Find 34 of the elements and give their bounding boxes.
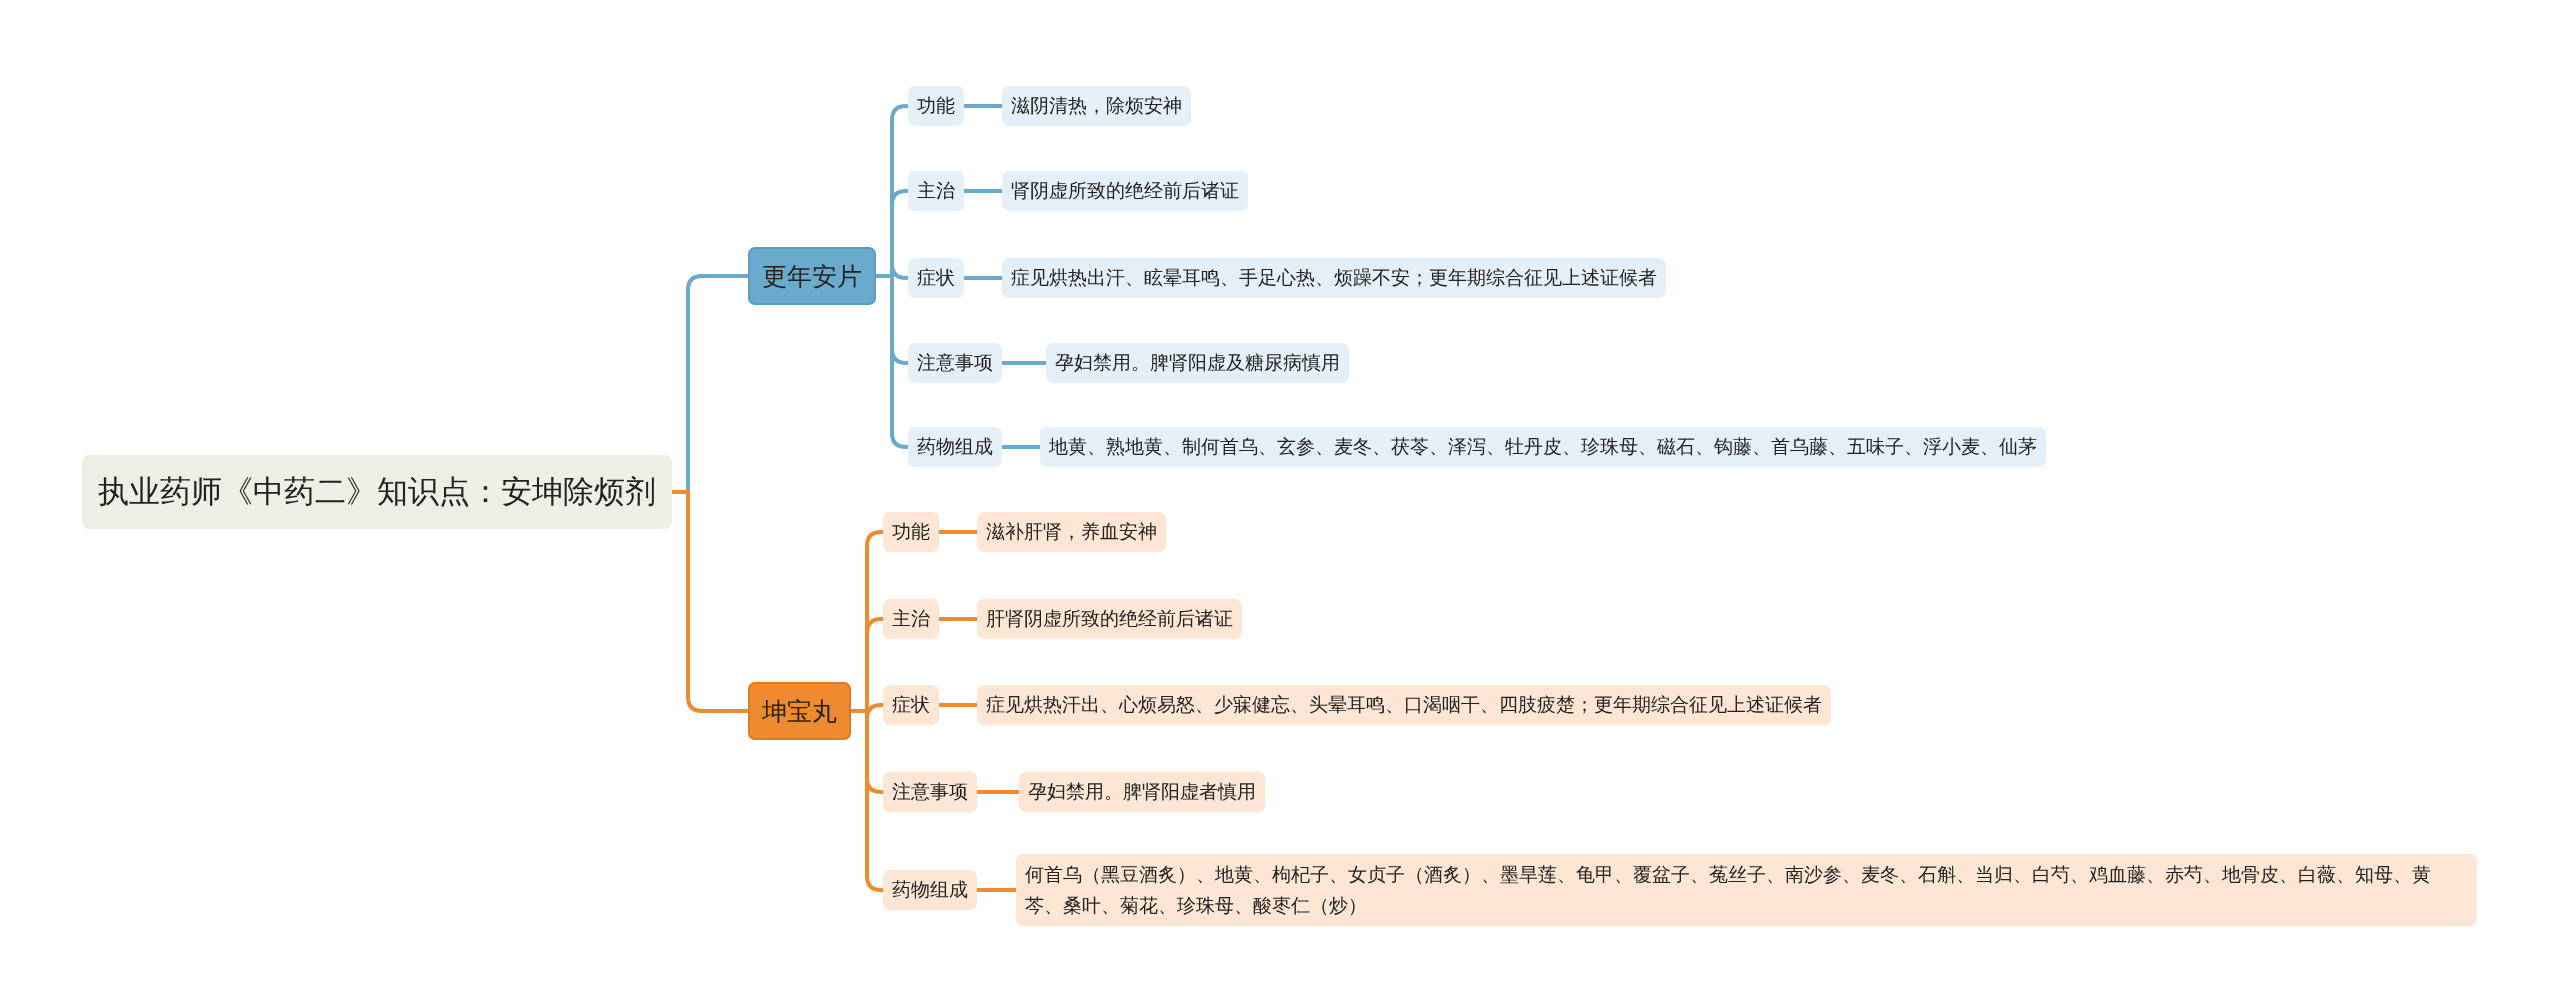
connector	[939, 703, 977, 707]
text-box: 滋阴清热，除烦安神	[1002, 86, 1191, 126]
text-box: 滋补肝肾，养血安神	[977, 512, 1166, 552]
text-box: 注意事项	[883, 772, 977, 812]
connector	[964, 189, 1002, 193]
topic-box: 药物组成	[908, 427, 1002, 467]
text-box: 何首乌（黑豆酒炙）、地黄、枸杞子、女贞子（酒炙）、墨旱莲、龟甲、覆盆子、菟丝子、南沙参、麦冬、石斛、当归、白芍、鸡血藤、赤芍、地骨皮、白薇、知母、黄芩、桑叶、菊花、珍珠母、酸枣仁（炒）	[1016, 854, 2477, 926]
connector	[977, 790, 1019, 794]
topic-box: 功能	[908, 86, 964, 126]
text-box: 功能	[883, 512, 939, 552]
text-box: 症见烘热汗出、心烦易怒、少寐健忘、头晕耳鸣、口渴咽干、四肢疲楚；更年期综合征见上述证候者	[977, 685, 1831, 725]
connector	[964, 276, 1002, 280]
branch-box: 坤宝丸	[748, 682, 851, 740]
connector	[939, 530, 977, 534]
connector	[977, 888, 1016, 892]
title-box: 执业药师《中药二》知识点：安坤除烦剂	[82, 455, 672, 529]
topic-box: 注意事项	[908, 343, 1002, 383]
connector	[1002, 445, 1040, 449]
text-box: 孕妇禁用。脾肾阳虚者慎用	[1019, 772, 1265, 812]
topic-box: 症状	[908, 258, 964, 298]
text-box: 症状	[883, 685, 939, 725]
text-box: 地黄、熟地黄、制何首乌、玄参、麦冬、茯苓、泽泻、牡丹皮、珍珠母、磁石、钩藤、首乌藤、五味子、浮小麦、仙茅	[1040, 427, 2046, 467]
text-box: 肾阴虚所致的绝经前后诸证	[1002, 171, 1248, 211]
branch-box: 更年安片	[748, 247, 876, 305]
connector	[939, 617, 977, 621]
text-box: 主治	[883, 599, 939, 639]
text-box: 孕妇禁用。脾肾阳虚及糖尿病慎用	[1046, 343, 1349, 383]
text-box: 药物组成	[883, 870, 977, 910]
connector	[672, 490, 748, 713]
text-box: 肝肾阴虚所致的绝经前后诸证	[977, 599, 1242, 639]
connector	[964, 104, 1002, 108]
connector	[1002, 361, 1046, 365]
topic-box: 主治	[908, 171, 964, 211]
text-box: 症见烘热出汗、眩晕耳鸣、手足心热、烦躁不安；更年期综合征见上述证候者	[1002, 258, 1666, 298]
